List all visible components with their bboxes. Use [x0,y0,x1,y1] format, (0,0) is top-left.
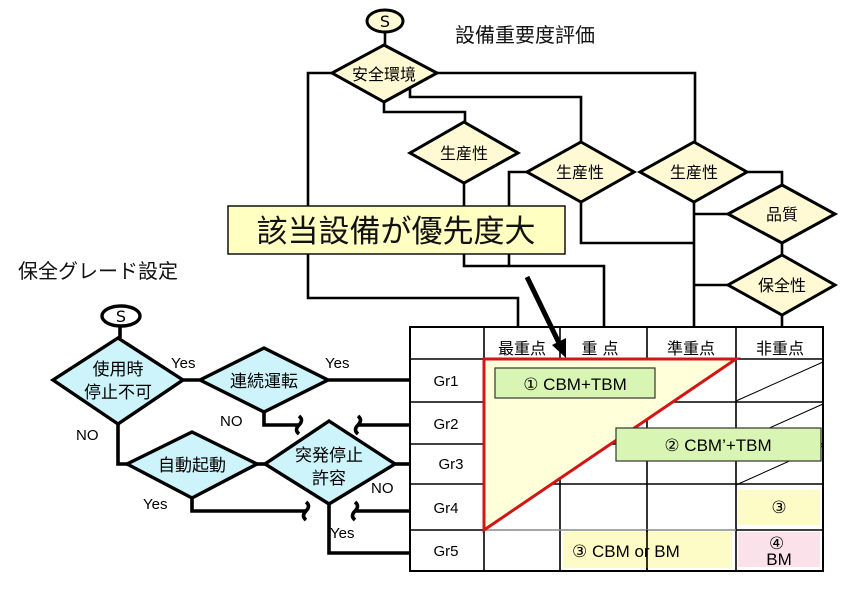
row-header: Gr1 [433,373,458,390]
decision-safety-environment: 安全環境 [328,43,441,104]
priority-arrow [524,275,566,358]
connector-safety-left-to-matrix [306,71,520,327]
strategy-label: ① CBM+TBM [523,375,627,394]
strategy-label: ④ BM [766,534,792,569]
decision-label-line: 使用時 [93,359,144,380]
decision-label: 生産性 [440,144,488,163]
diamond-shape [523,140,638,204]
decision-sudden-stop-allowed: 突発停止 許容 [261,418,399,506]
strategy-4-box: ④ BM [738,532,820,569]
decision-label: 品質 [766,205,798,224]
decision-label: 生産性 [670,163,718,182]
strategy-matrix: 最重点 重 点 準重点 非重点 Gr1 Gr2 Gr3 Gr4 Gr5 ① CB… [409,326,824,572]
strategy-box [494,367,656,399]
row-header: Gr3 [438,456,463,473]
line-jump-icon [294,414,304,436]
branch-label-yes: Yes [330,525,354,542]
strategy-name: BM [766,550,792,569]
importance-start-label: S [380,12,390,31]
line-jump-icon [301,500,311,522]
grade-start-label: S [116,307,126,326]
importance-start-terminal [365,8,405,34]
row-header: Gr2 [433,416,458,433]
diamond-shape [406,120,522,185]
diamond-shape [196,346,332,414]
row-header: Gr4 [433,500,458,517]
not-applicable-slash [735,361,824,402]
diamond-shape [724,183,839,245]
strategy-3-gr4-box: ③ [738,490,820,525]
diamond-shape [123,430,261,500]
callout-text: 該当設備が優先度大 [257,214,536,250]
diamond-shape [328,43,441,104]
strategy-box [615,427,822,462]
decision-stop-not-allowed: 使用時 停止不可 [49,335,187,427]
decision-label-line: 許容 [312,469,346,489]
decision-label-line: 自動起動 [158,456,226,476]
connector-productivity-2-bottom [579,202,694,245]
line-jump-icon [350,500,360,522]
connector-auto-start-yes [190,498,306,513]
decision-label-line: 停止不可 [84,383,152,403]
importance-connectors [306,32,784,327]
decision-continuous-operation: 連続運転 [196,346,332,414]
decision-maintainability: 保全性 [724,253,839,317]
arrow-head-icon [552,338,566,358]
decision-label: 保全性 [758,276,806,295]
column-header: 非重点 [756,339,804,358]
importance-evaluation-title: 設備重要度評価 [455,23,595,47]
strategy-label: ② CBM’+TBM [664,436,771,455]
row-header: Gr5 [433,543,458,560]
strategy-3-gr5-box: ③ CBM or BM [563,530,732,571]
connector-safety-to-productivity-3 [437,71,697,142]
connector-productivity-3-to-quality [747,170,784,185]
diamond-shape [49,335,187,427]
branch-label-yes: Yes [171,355,195,372]
high-priority-triangle [482,357,741,533]
decision-label: 安全環境 [352,65,416,84]
decision-auto-start: 自動起動 [123,430,261,500]
grade-connectors [116,326,410,555]
branch-label-no: NO [220,413,243,430]
arrow-shaft [524,275,562,345]
strategy-label: ③ CBM or BM [572,542,680,561]
decision-quality: 品質 [724,183,839,245]
decision-productivity-3: 生産性 [636,140,751,204]
decision-productivity-2: 生産性 [523,140,638,204]
connector-continuous-no [262,412,299,427]
diamond-shape [724,253,839,317]
strategy-number: ④ [769,534,784,553]
connector-to-gr5 [327,504,410,555]
strategy-box [738,490,820,525]
strategy-1-box: ① CBM+TBM [494,367,656,399]
callout-box [227,205,566,255]
branch-label-yes: Yes [143,496,167,513]
branch-label-yes: Yes [325,355,349,372]
strategy-2-box: ② CBM’+TBM [615,427,822,462]
grade-setting-title: 保全グレード設定 [18,259,178,283]
column-header: 最重点 [498,339,546,358]
branch-label-no: NO [76,427,99,444]
decision-productivity-1: 生産性 [406,120,522,185]
decision-label: 生産性 [556,163,604,182]
grade-start-terminal [100,304,142,328]
priority-callout: 該当設備が優先度大 [227,205,566,255]
decision-label-line: 突発停止 [295,446,363,466]
column-header: 準重点 [667,339,715,358]
strategy-box [738,532,820,567]
connector-safety-to-productivity-2 [408,88,583,142]
diamond-shape [261,418,399,506]
connector-safety-to-productivity-1 [382,102,467,122]
strategy-label: ③ [771,498,786,517]
column-header: 重 点 [581,339,618,358]
diamond-shape [636,140,751,204]
branch-label-no: NO [371,480,394,497]
line-jump-icon [353,414,363,436]
decision-label-line: 連続運転 [230,372,298,392]
